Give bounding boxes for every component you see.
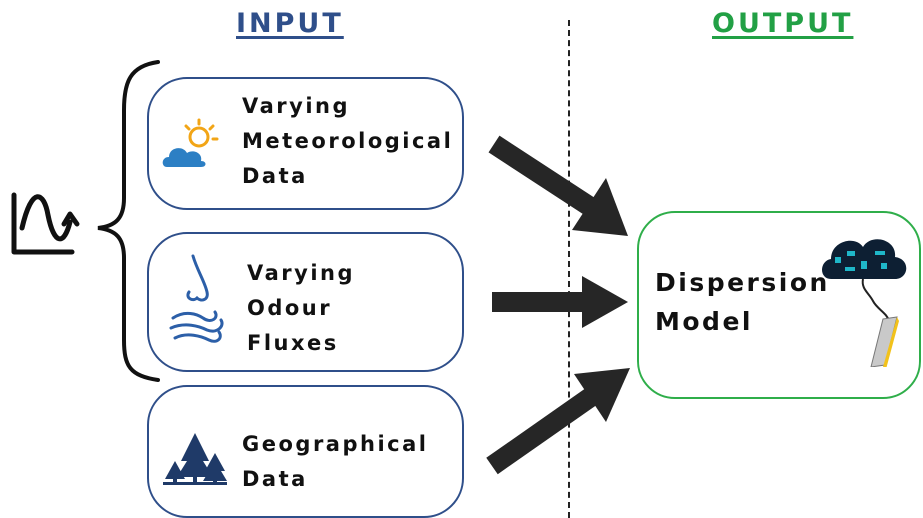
curly-brace: [97, 60, 160, 382]
time-series-icon: [11, 192, 80, 255]
input-box-geographical: Geographical Data: [147, 385, 464, 518]
cloud-laptop-icon: [822, 239, 907, 367]
output-heading: OUTPUT: [712, 8, 854, 39]
input-box-meteorological: Varying Meteorological Data: [147, 77, 464, 210]
nose-wind-icon: [169, 254, 224, 343]
cloud-sun-icon: [162, 118, 219, 167]
input-output-divider: [568, 20, 570, 518]
input-box-odour: Varying Odour Fluxes: [147, 232, 464, 372]
arrow-meteorological: [488, 135, 628, 236]
meteorological-label: Varying Meteorological Data: [242, 94, 454, 188]
arrow-geographical: [486, 368, 630, 475]
dispersion-model-label: Dispersion Model: [655, 268, 830, 336]
geographical-label: Geographical Data: [242, 432, 429, 491]
arrow-odour: [492, 276, 628, 328]
output-box-dispersion-model: Dispersion Model: [637, 211, 921, 399]
trees-icon: [163, 433, 227, 485]
input-heading: INPUT: [236, 8, 344, 39]
odour-label: Varying Odour Fluxes: [247, 261, 356, 355]
